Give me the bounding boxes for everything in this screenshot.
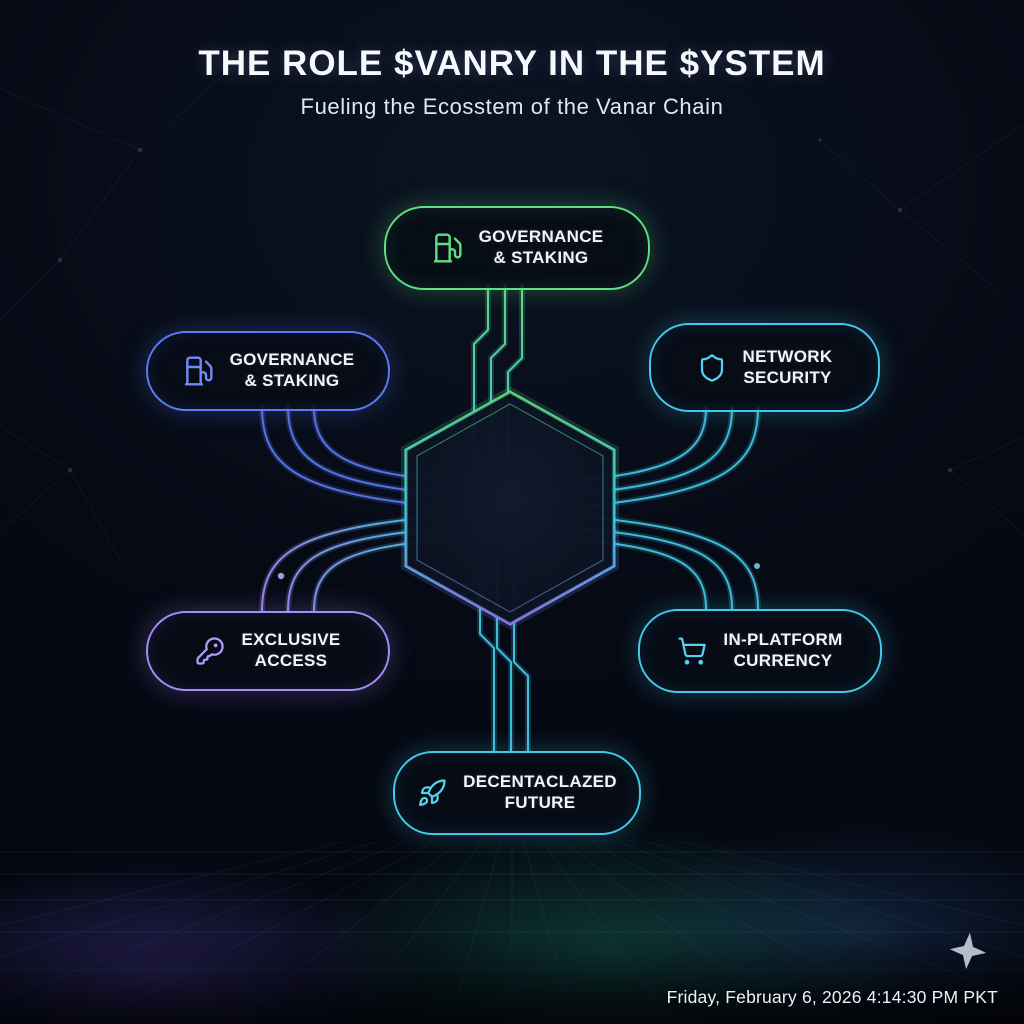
bottom-fade: [0, 930, 1024, 1024]
node-label-line: CURRENCY: [733, 651, 833, 670]
node-governance-staking-top: GOVERNANCE & STAKING: [384, 206, 650, 290]
node-label-line: EXCLUSIVE: [241, 630, 341, 650]
rocket-icon: [417, 778, 447, 808]
node-label: EXCLUSIVE ACCESS: [241, 630, 340, 671]
shield-icon: [697, 353, 727, 383]
header: THE ROLE $VANRY IN THE $YSTEM Fueling th…: [0, 44, 1024, 120]
node-label: GOVERNANCE & STAKING: [230, 350, 355, 391]
cart-icon: [677, 636, 707, 666]
page-title: THE ROLE $VANRY IN THE $YSTEM: [198, 44, 826, 83]
node-exclusive-access: EXCLUSIVE ACCESS: [146, 611, 390, 691]
node-decentralized-future: DECENTACLAZED FUTURE: [393, 751, 641, 835]
node-governance-staking-left: GOVERNANCE & STAKING: [146, 331, 390, 411]
node-label: NETWORK SECURITY: [743, 347, 833, 388]
node-label-line: SECURITY: [743, 367, 832, 387]
sparkle-icon: [946, 929, 990, 978]
node-label-line: DECENTACLAZED: [463, 772, 617, 792]
background-mesh: [0, 59, 1024, 561]
gas-pump-icon: [431, 232, 463, 264]
key-icon: [195, 636, 225, 666]
node-label-line: GOVERNANCE: [478, 227, 604, 247]
gas-pump-icon: [182, 355, 214, 387]
node-label: GOVERNANCE & STAKING: [479, 227, 604, 268]
node-label-line: & STAKING: [244, 371, 340, 390]
node-label-line: ACCESS: [254, 651, 328, 670]
page-subtitle: Fueling the Ecosstem of the Vanar Chain: [300, 94, 724, 119]
node-label-line: IN-PLATFORM: [723, 630, 843, 650]
node-label-line: & STAKING: [493, 248, 589, 267]
node-label-line: GOVERNANCE: [229, 350, 355, 370]
node-in-platform-currency: IN-PLATFORM CURRENCY: [638, 609, 882, 693]
node-label: DECENTACLAZED FUTURE: [463, 772, 617, 813]
hexagon-core: [401, 386, 619, 630]
node-label-line: FUTURE: [504, 793, 576, 812]
timestamp: Friday, February 6, 2026 4:14:30 PM PKT: [666, 987, 998, 1007]
trace-dots: [277, 563, 760, 580]
node-network-security: NETWORK SECURITY: [649, 323, 880, 412]
node-label-line: NETWORK: [742, 346, 833, 366]
node-label: IN-PLATFORM CURRENCY: [723, 630, 842, 671]
